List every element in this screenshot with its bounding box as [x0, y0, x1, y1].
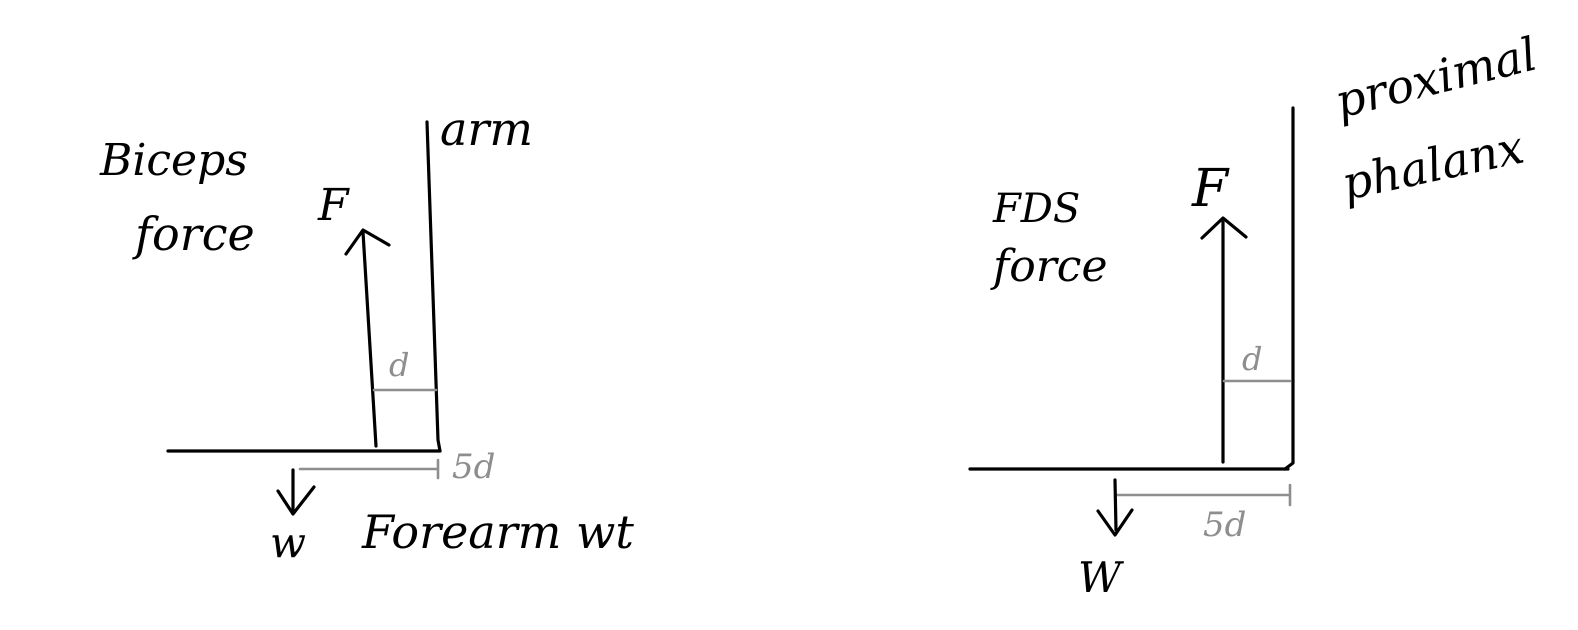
- right-weight-arrowhead: [1096, 508, 1134, 537]
- right-label-fds: FDS: [992, 186, 1080, 232]
- left-5d-dimension-line: [298, 458, 440, 480]
- left-biceps-force-arrow: [361, 230, 378, 448]
- left-label-d: d: [389, 346, 409, 384]
- right-label-d: d: [1242, 340, 1262, 378]
- left-arm-line: [425, 120, 442, 453]
- left-label-force: force: [132, 207, 255, 261]
- left-label-F: F: [317, 180, 350, 231]
- left-label-forearm-wt: Forearm wt: [361, 505, 634, 559]
- right-fds-force-arrowhead: [1200, 216, 1248, 240]
- left-label-5d: 5d: [452, 447, 495, 487]
- right-label-proximal: proximal: [1330, 27, 1543, 129]
- left-label-W: w: [270, 518, 306, 567]
- left-weight-arrowhead: [276, 485, 316, 516]
- left-biceps-force-arrowhead: [344, 228, 391, 256]
- right-label-F: F: [1191, 159, 1230, 219]
- right-diagram-fds-lever: FDS force F proximal phalanx d 5d W: [968, 27, 1543, 602]
- right-label-5d: 5d: [1203, 505, 1246, 545]
- left-label-biceps: Biceps: [99, 135, 248, 186]
- right-label-W: W: [1078, 553, 1125, 602]
- right-phalanx-line: [1283, 106, 1295, 471]
- right-weight-arrow: [1113, 478, 1118, 532]
- right-5d-dimension-line: [1114, 483, 1292, 507]
- left-label-arm: arm: [440, 102, 533, 156]
- left-diagram-biceps-lever: Biceps force F arm d 5d w Forearm wt: [99, 102, 634, 567]
- right-label-force: force: [990, 241, 1108, 292]
- right-label-phalanx: phalanx: [1337, 120, 1528, 211]
